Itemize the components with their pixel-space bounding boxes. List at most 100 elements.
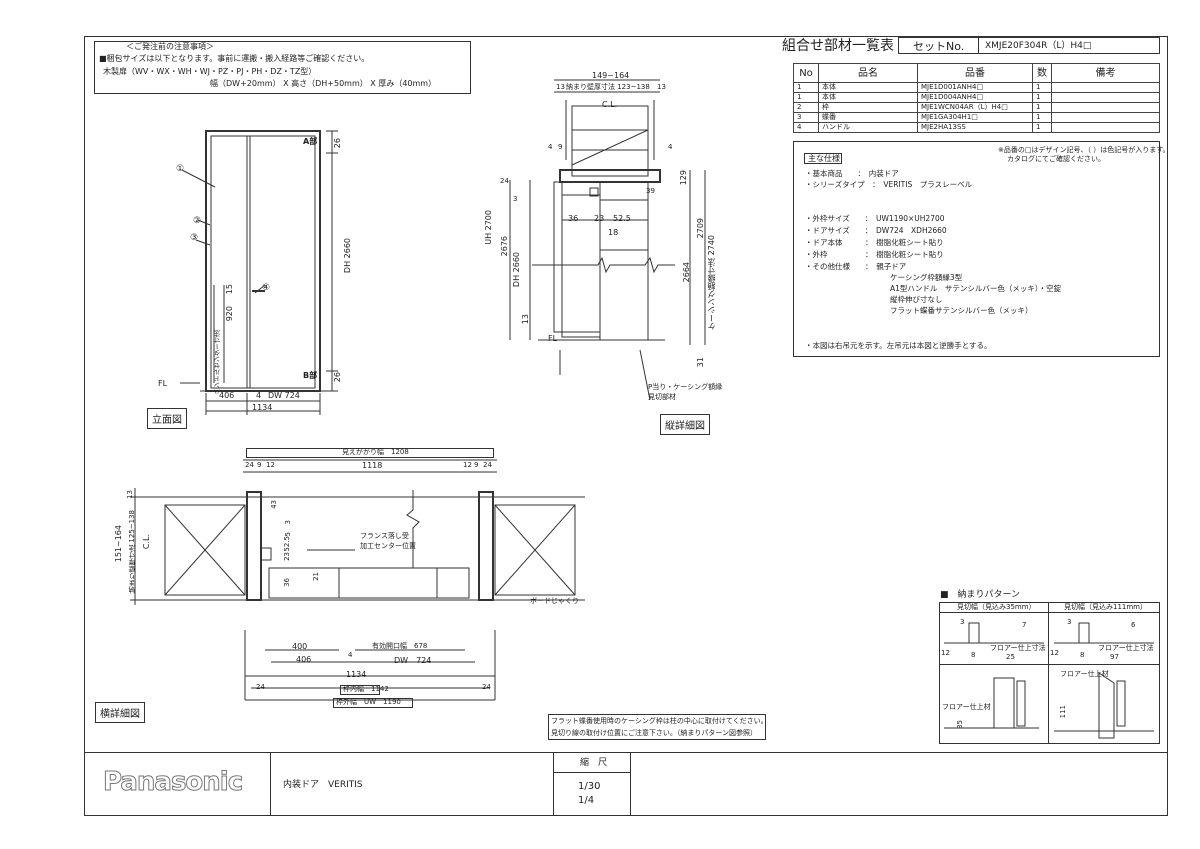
callout-3: ③ [190, 233, 199, 243]
cell-name: 本体 [818, 92, 918, 103]
set-number-divider [978, 37, 979, 54]
hs-dw: DW 724 [394, 656, 432, 665]
cell-no: 2 [793, 102, 819, 113]
notice-line1: ■梱包サイズは以下となります。事前に運搬・搬入経路等ご確認ください。 [99, 54, 370, 63]
hs-4: 4 [348, 651, 353, 659]
cell-note [1051, 122, 1160, 133]
hs-flange: フランス落し受 [360, 532, 409, 540]
set-number-box [898, 37, 1160, 54]
mark-a: A部 [303, 137, 318, 146]
floor-pattern-divider [1048, 602, 1049, 744]
spec-note1: ※品番の□はデザイン記号、（ ）は色記号が入ります。 [998, 146, 1170, 154]
cell-no: 1 [793, 92, 819, 103]
hs-1118: 1118 [362, 461, 383, 470]
title-block-div1 [270, 752, 271, 816]
scale-label: 縮 尺 [580, 758, 608, 768]
col-name: 品名 [818, 63, 918, 83]
spec-note2: カタログにてご確認ください。 [1007, 155, 1105, 163]
vs-d23: 23 [594, 214, 605, 223]
spec-line: ・ドアサイズ ： DW724 XDH2660 [805, 226, 947, 235]
vs-cl: C.L. [602, 100, 618, 109]
fp-l25: 25 [1006, 653, 1015, 661]
spec-line: ・外枠サイズ ： UW1190×UH2700 [805, 214, 945, 223]
vs-d31: 31 [696, 357, 705, 368]
scale-1: 1/30 [578, 781, 601, 792]
set-number-value: XMJE20F304R（L）H4□ [985, 41, 1092, 51]
caution-line2: 見切り線の取付け位置にご注意下さい。（納まりパターン図参照） [551, 729, 758, 737]
hs-d21: 21 [312, 572, 320, 581]
hs-d24b: 24 [483, 461, 492, 469]
spec-heading-box [804, 153, 842, 164]
vs-d39: 39 [646, 187, 655, 195]
spec-line: ケーシング枠額縁3型 [890, 273, 963, 282]
fp-d3-right: 3 [1067, 618, 1072, 626]
hs-d3: 3 [284, 520, 292, 525]
hs-d24d: 24 [482, 683, 491, 691]
notice-line2: 木製扉（WV・WX・WH・WJ・PZ・PJ・PH・DZ・TZ型） [103, 67, 317, 76]
hs-eff: 有効開口幅 678 [372, 642, 428, 650]
fl-label: FL [158, 379, 168, 388]
hs-d12a: 12 [266, 461, 275, 469]
mark-b: B部 [303, 371, 318, 380]
hs-d43: 43 [270, 500, 278, 509]
vs-d4a: 4 [548, 143, 553, 151]
hs-d9a: 9 [257, 461, 262, 469]
vs-casing: P当り・ケーシング額縁 [648, 383, 723, 391]
dim-4: 4 [256, 391, 262, 400]
vs-d52: 52.5 [613, 214, 631, 223]
fp-fl-mat-left: フロアー仕上材 [942, 703, 991, 711]
vs-d2676: 2676 [500, 236, 509, 257]
cell-qty: 1 [1032, 122, 1052, 133]
floor-pattern-title: ■ 納まりパターン [940, 590, 1021, 600]
cell-note [1051, 102, 1160, 113]
col-qty: 数 [1032, 63, 1052, 83]
notice-title: ＜ご発注前の注意事項＞ [126, 42, 214, 51]
fp-d7: 7 [1022, 621, 1027, 629]
vs-dh2660: DH 2660 [512, 252, 521, 288]
hs-d52: 52.5 [283, 536, 291, 552]
fp-d12-right: 12 [1050, 649, 1059, 657]
fp-fl-note-left: フロアー仕上寸法 [990, 644, 1046, 652]
cell-name: ハンドル [818, 122, 918, 133]
hs-outer-box [333, 698, 413, 708]
hs-d24c: 24 [256, 683, 265, 691]
fp-d3-left: 3 [960, 618, 965, 626]
cell-code: MJE1D001ANH4□ [917, 82, 1033, 93]
dim-dh: DH 2660 [343, 238, 352, 274]
brand-logo: Panasonic [102, 767, 243, 798]
spec-line: A1型ハンドル サテンシルバー色（メッキ）・空錠 [890, 284, 1062, 293]
cell-code: MJE1D004ANH4□ [917, 92, 1033, 103]
callout-4: ④ [262, 283, 271, 293]
vs-d13b: 13 [657, 83, 666, 91]
vs-d9: 9 [558, 143, 563, 151]
caution-box [548, 714, 766, 740]
hs-outer: 枠外幅 UW 1190 [336, 698, 401, 706]
hs-cl: C.L. [142, 534, 151, 550]
title-block-div3 [630, 752, 631, 816]
spec-line: ・外枠 ： 樹脂化粧シート貼り [805, 250, 944, 259]
spec-line: 縦枠伸び寸なし [890, 295, 943, 304]
fp-fl-mat-right: フロアー仕上材 [1060, 670, 1109, 678]
floor-pattern-box [939, 602, 1160, 744]
dim-top-26: 26 [333, 138, 342, 149]
vs-fl: FL [548, 334, 558, 343]
col-code: 品番 [917, 63, 1033, 83]
hs-1134: 1134 [346, 670, 367, 679]
hs-w-left: 151~164 [114, 525, 123, 563]
cell-no: 1 [793, 82, 819, 93]
callout-1: ① [176, 164, 185, 174]
fp-d12-left: 12 [941, 649, 950, 657]
col-note: 備考 [1051, 63, 1160, 83]
product-name: 内装ドア VERITIS [283, 780, 363, 790]
vs-d13c: 13 [521, 314, 530, 325]
title-block-top-line [84, 752, 1168, 753]
vs-d3: 3 [513, 195, 518, 203]
notice-box [94, 41, 471, 94]
spec-line: フラット蝶番サテンシルバー色（メッキ） [890, 306, 1033, 315]
cell-name: 本体 [818, 82, 918, 93]
